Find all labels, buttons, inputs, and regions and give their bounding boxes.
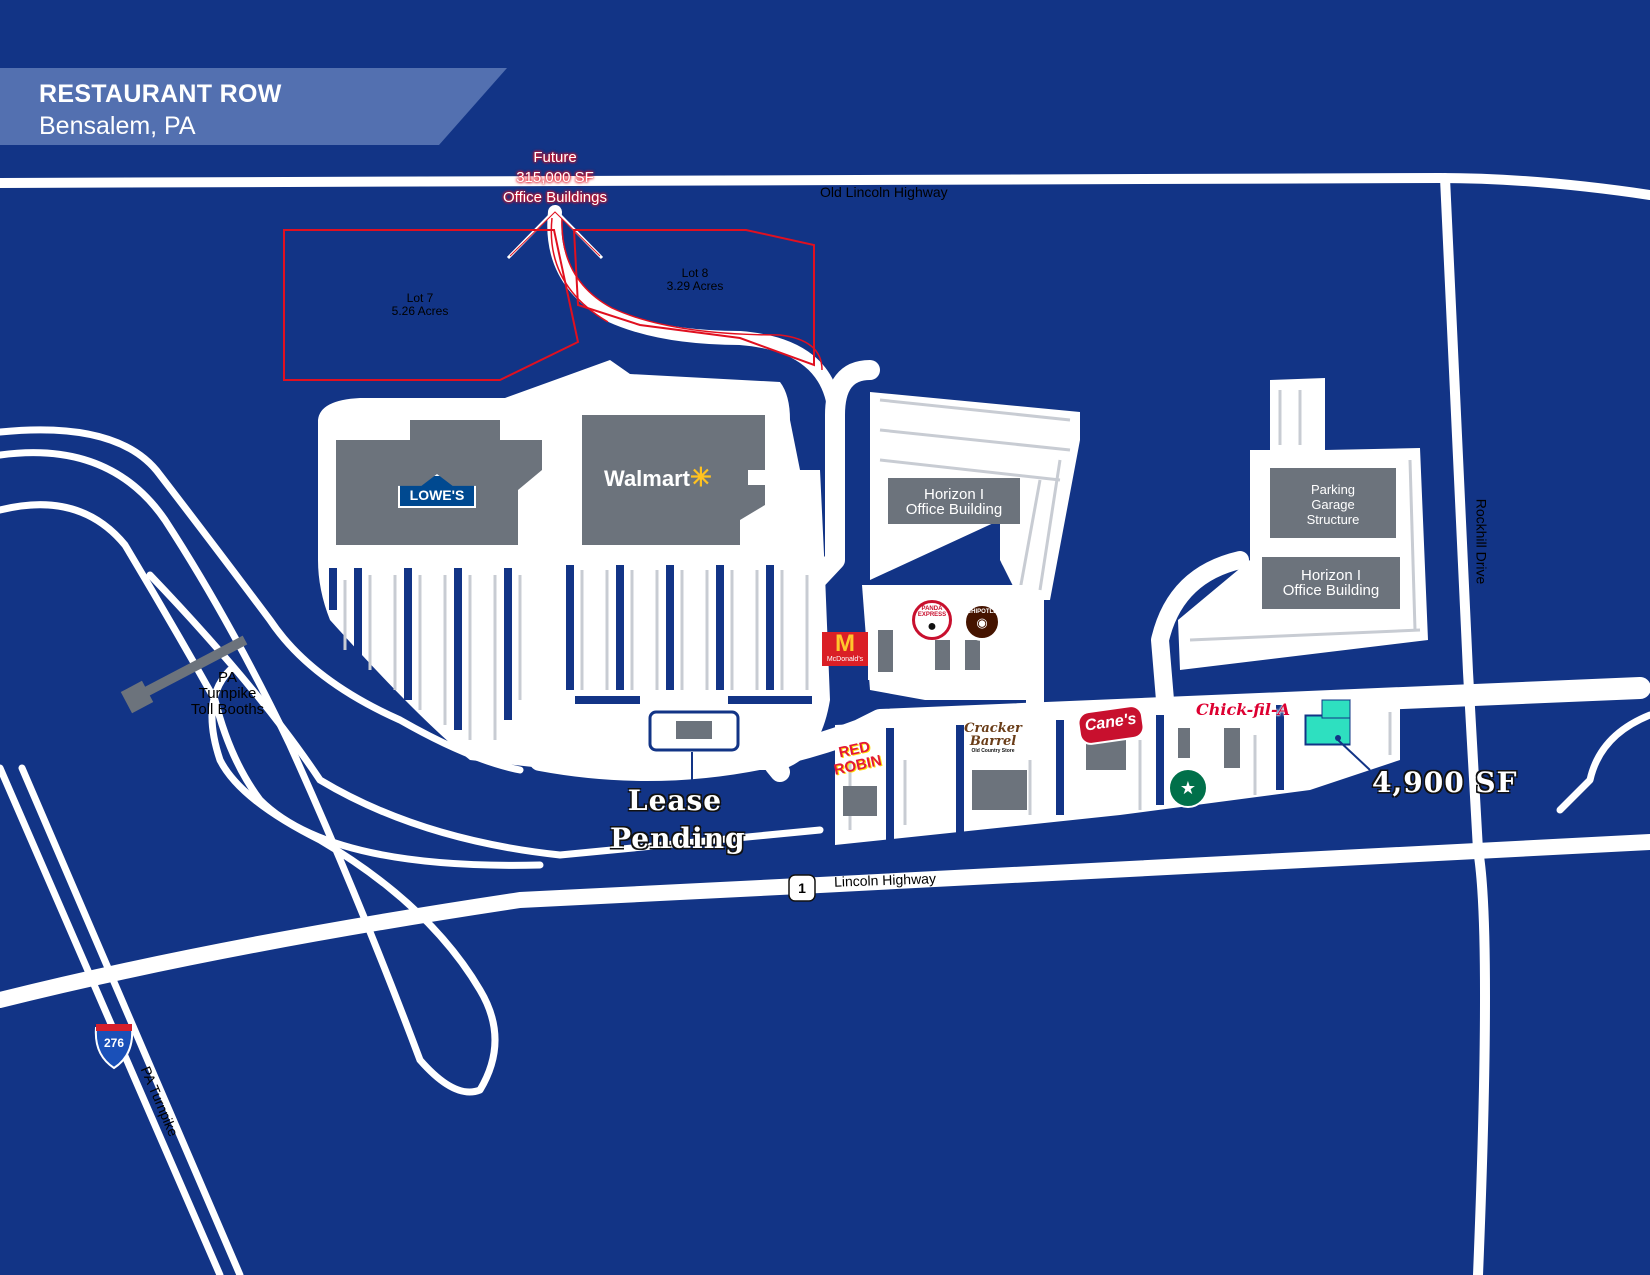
parking-garage-building <box>1270 468 1396 538</box>
interstate-276-number: 276 <box>103 1036 125 1050</box>
panda-express-logo: PANDA EXPRESS ● <box>912 600 952 640</box>
pa-turnpike <box>0 764 244 1275</box>
cracker-barrel-building <box>972 770 1027 810</box>
chipotle-pepper-icon: ◉ <box>976 615 988 630</box>
lot-7-outline <box>283 229 580 381</box>
cracker-barrel-logo: Cracker Barrel Old Country Store <box>964 721 1022 754</box>
future-office-label: Future 315,000 SF Office Buildings <box>503 149 607 206</box>
page-title: RESTAURANT ROW <box>39 80 282 108</box>
available-space-label[interactable]: 4,900 SF <box>1372 766 1518 799</box>
ramp-toll-approach <box>0 426 524 774</box>
horizon-office-b <box>1262 557 1400 609</box>
header-banner <box>0 68 507 145</box>
old-lincoln-highway-label: Old Lincoln Highway <box>820 184 948 200</box>
chickfila-logo: Chick-fil-A <box>1196 700 1291 719</box>
rockhill-drive <box>1440 173 1490 1275</box>
chipotle-logo: CHIPOTLE ◉ <box>963 603 1001 641</box>
starbucks-logo: ★ <box>1168 768 1208 808</box>
golden-arches-icon: M <box>835 630 855 657</box>
starbucks-building <box>1178 728 1190 758</box>
interstate-276-shield <box>94 1024 134 1070</box>
parking-rows <box>343 570 809 740</box>
walmart-logo: Walmart✳ <box>604 462 712 492</box>
lot-8-outline <box>572 229 815 367</box>
old-lincoln-highway <box>0 173 1650 200</box>
chickfila-building <box>1224 728 1240 768</box>
route-1-number: 1 <box>798 880 806 896</box>
red-robin-building <box>843 786 877 816</box>
lincoln-highway <box>0 834 1650 1008</box>
mcdonalds-logo: M McDonald's <box>822 632 868 666</box>
walmart-spark-icon: ✳ <box>689 462 712 492</box>
canes-building <box>1086 740 1126 770</box>
future-office-road-outline <box>550 217 609 323</box>
toll-booths-structure <box>120 635 248 714</box>
road-network <box>0 173 1650 1275</box>
ramp-outer <box>0 501 544 869</box>
lincoln-highway-label: Lincoln Highway <box>833 870 937 890</box>
horizon-east-access <box>1151 551 1249 709</box>
walmart-building <box>582 415 765 545</box>
page-subtitle: Bensalem, PA <box>39 112 196 140</box>
panda-icon: ● <box>927 618 937 635</box>
horizon-office-a <box>888 478 1020 524</box>
siren-icon: ★ <box>1179 778 1197 798</box>
rockhill-drive-label: Rockhill Drive <box>1473 498 1490 585</box>
route-1-shield <box>788 874 816 902</box>
ramp-southwest <box>146 571 824 859</box>
future-office-road <box>547 205 842 422</box>
ramp-east <box>1556 711 1650 814</box>
